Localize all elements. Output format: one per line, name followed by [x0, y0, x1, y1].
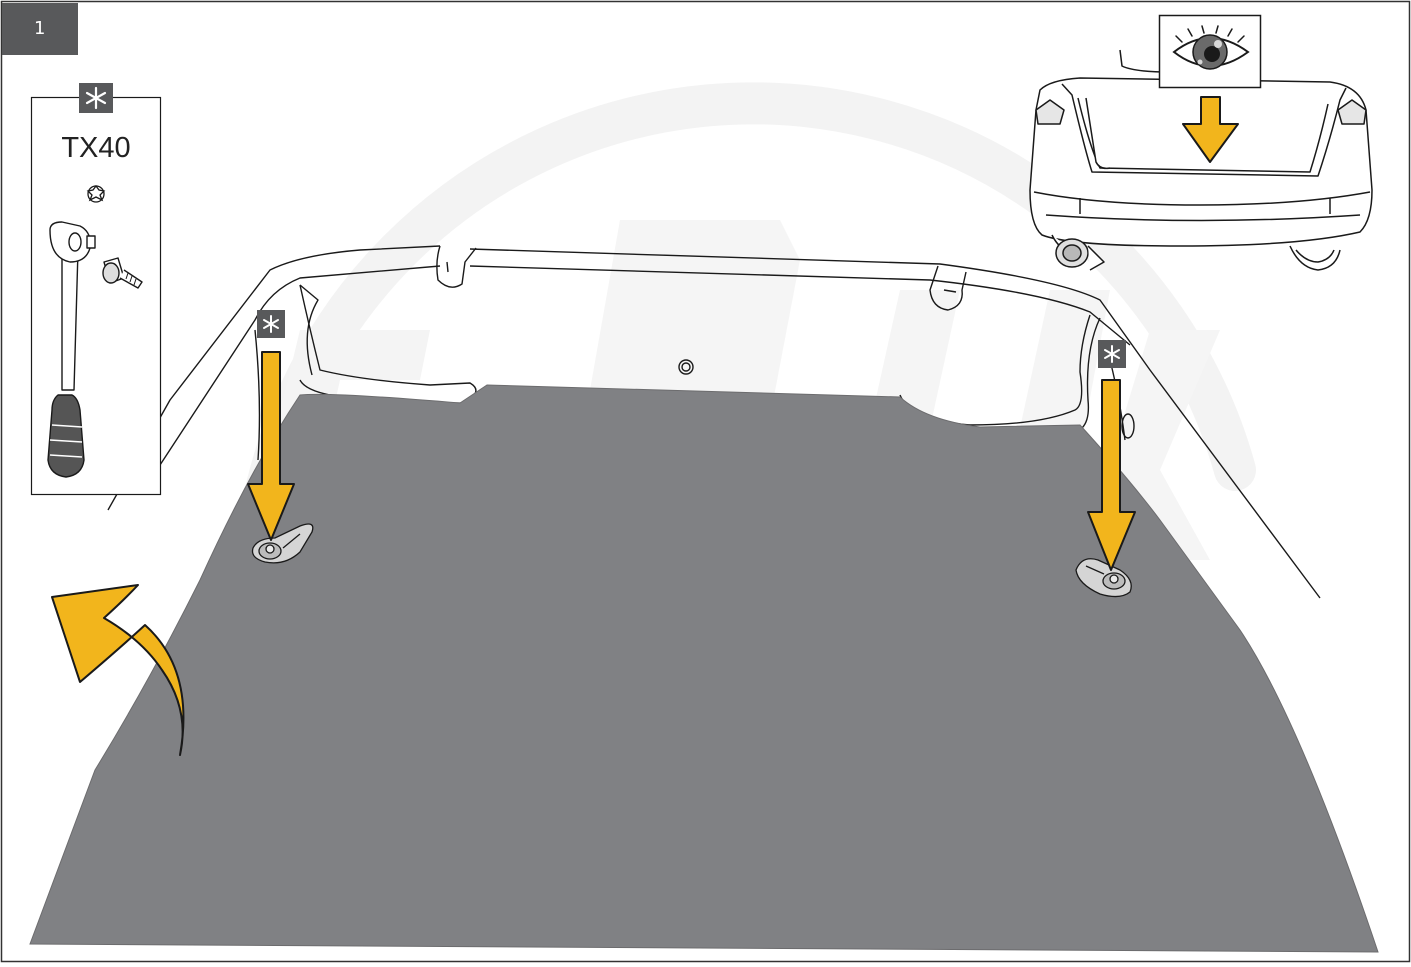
- tool-size-label: TX40: [61, 132, 131, 164]
- torx-bit-icon: [86, 184, 106, 203]
- step-number-badge: 1: [2, 3, 78, 55]
- floor-mat: [29, 384, 1379, 953]
- tool-panel: [30, 83, 162, 496]
- lashing-eye-right: [1075, 558, 1132, 598]
- down-arrow-right: [1087, 379, 1136, 571]
- asterisk-marker-right: [1098, 340, 1126, 368]
- asterisk-marker-tool: [79, 83, 113, 113]
- down-arrow-inset: [1182, 96, 1239, 163]
- down-arrow-left: [247, 351, 295, 541]
- eye-view-icon: [1158, 14, 1262, 89]
- curved-lift-arrow: [51, 584, 185, 756]
- ratchet-wrench-icon: [47, 221, 143, 478]
- asterisk-marker-left: [257, 310, 285, 338]
- trunk-outline: [107, 245, 1321, 599]
- lashing-eye-left: [251, 523, 314, 564]
